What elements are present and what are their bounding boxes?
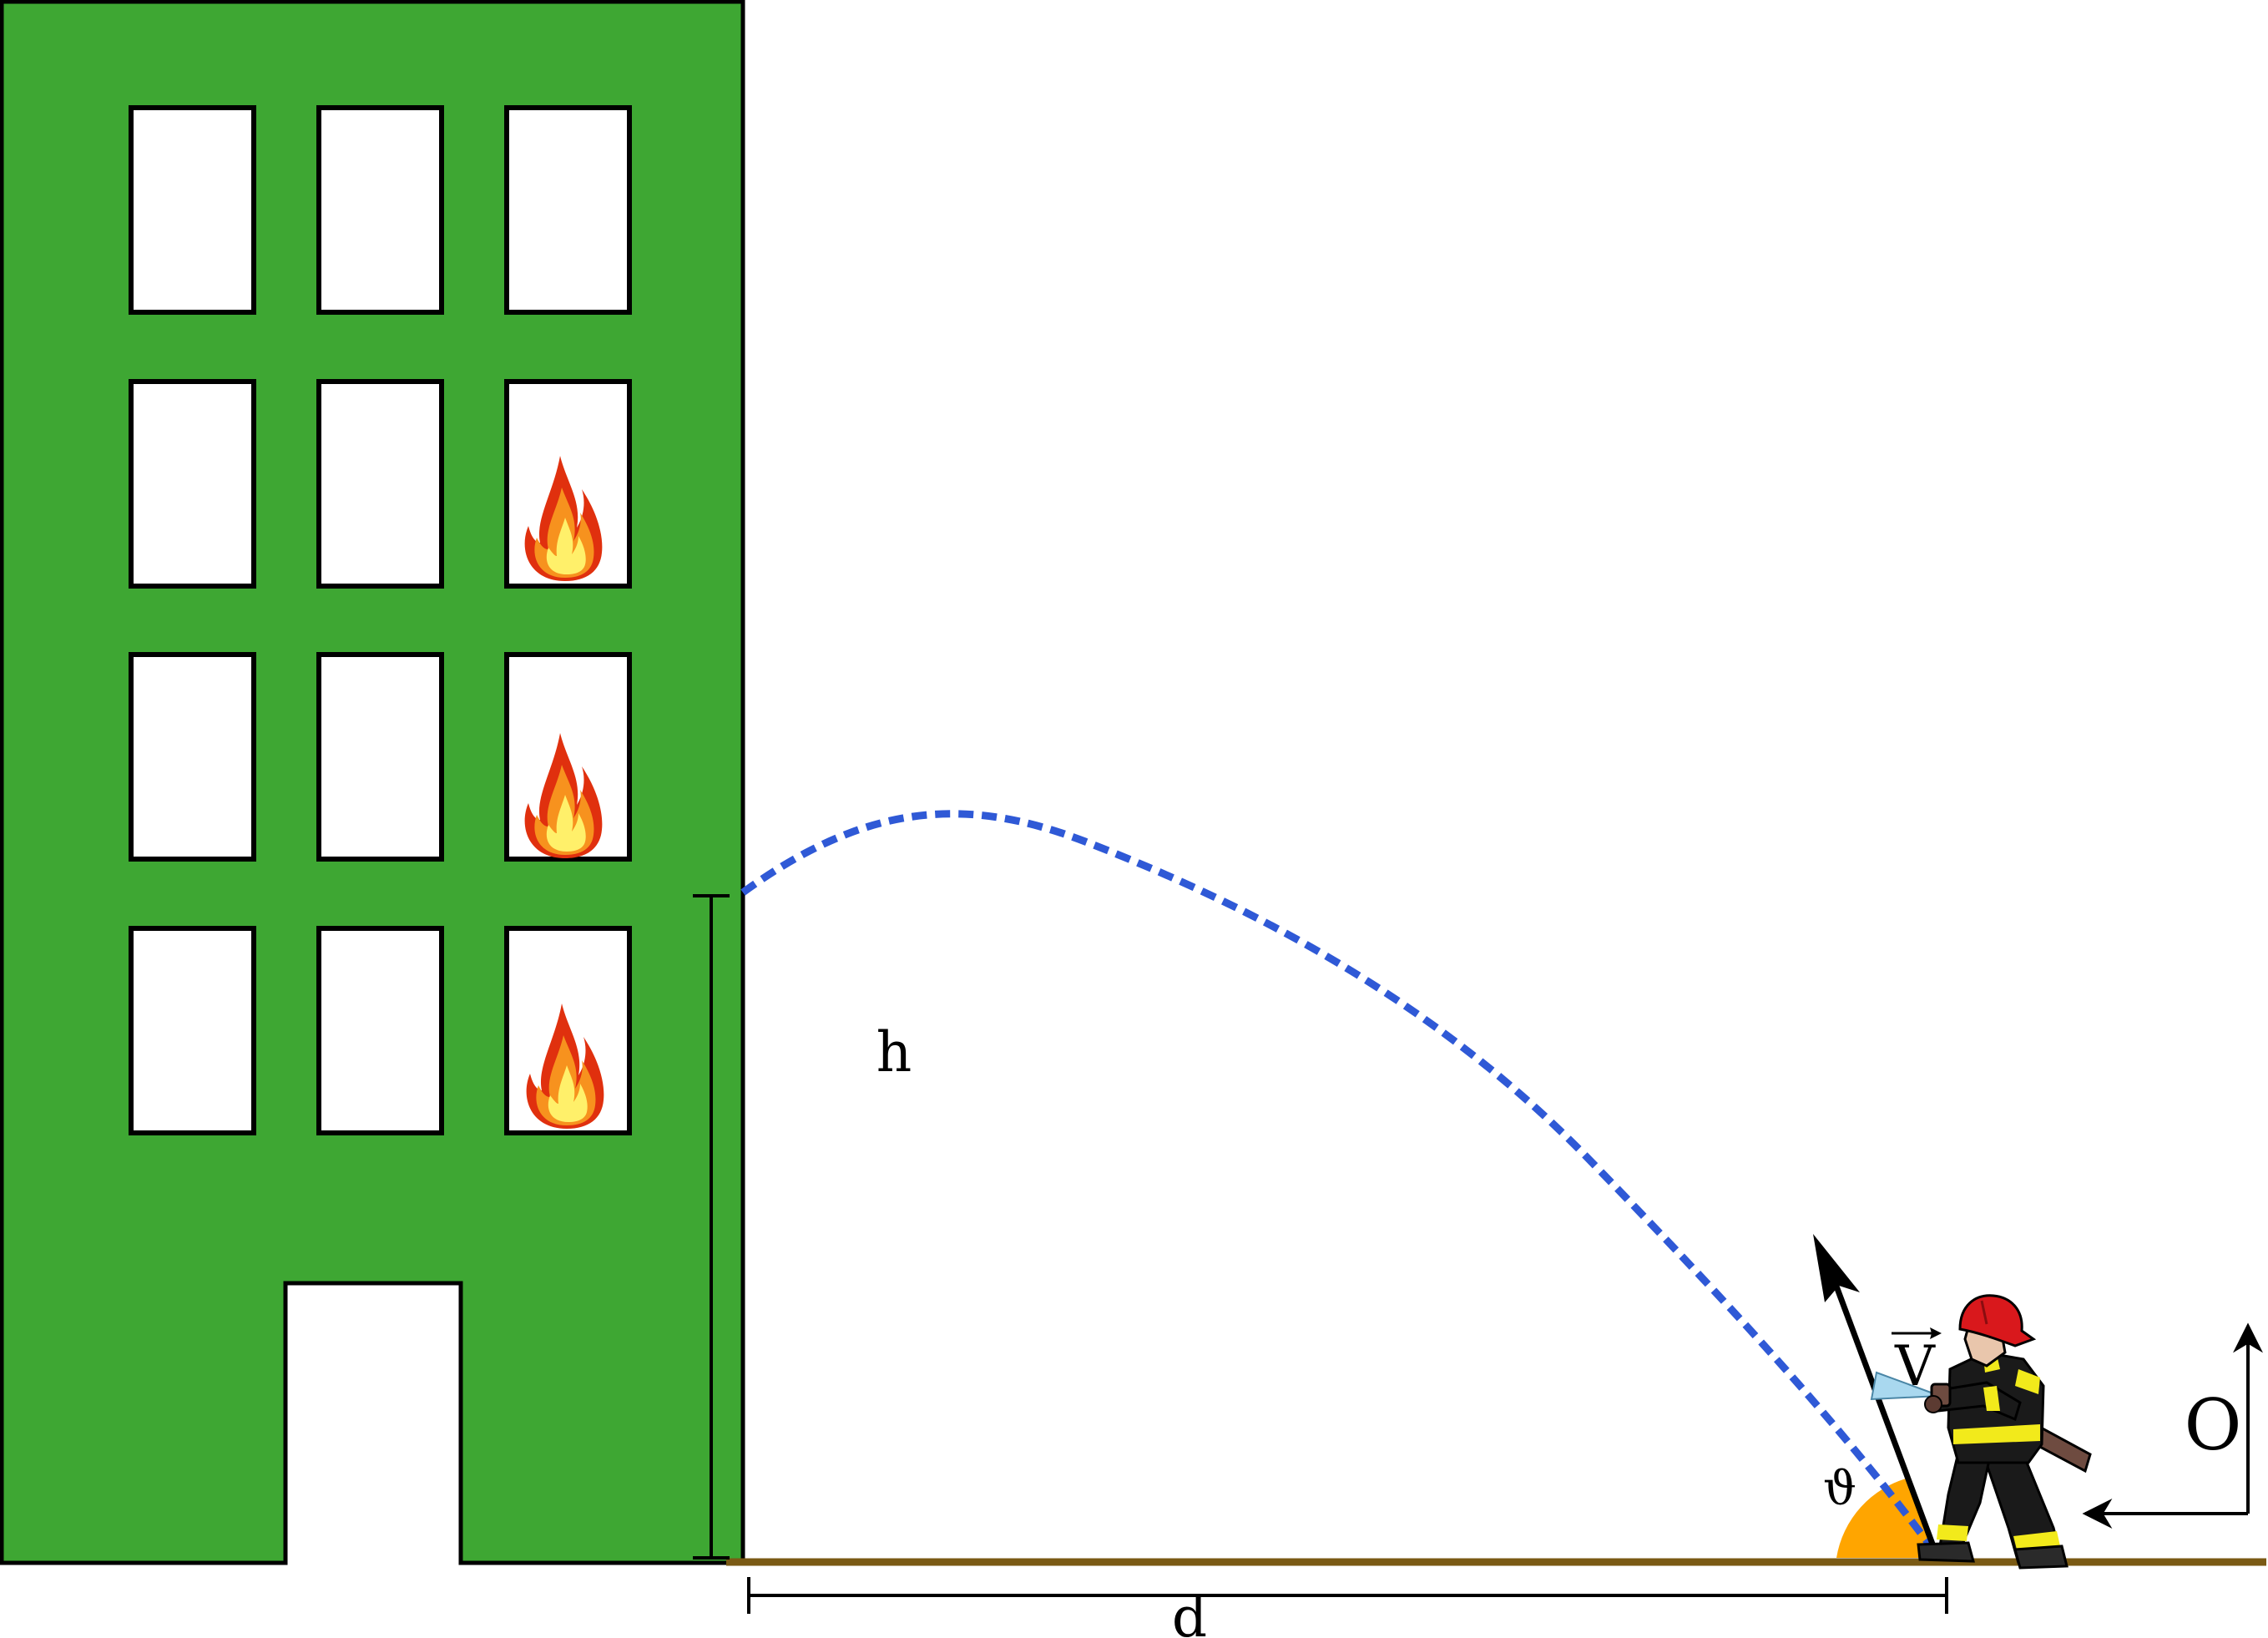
height-label: h [876,1020,912,1084]
window [129,652,256,862]
window [129,926,256,1135]
distance-label: d [1172,1585,1207,1638]
helmet-icon [1958,1294,2037,1347]
window [316,105,444,315]
origin-axes [2082,1322,2263,1529]
flame-icon [526,1004,604,1129]
height-dimension [693,894,730,1560]
velocity-vector [1813,1234,1937,1548]
building [0,0,745,1565]
water-trajectory [740,810,1938,1555]
water-spray [1870,1371,1941,1401]
velocity-overarrow [1892,1327,1942,1339]
window [316,652,444,862]
origin-label: O [2185,1384,2242,1466]
angle-label: ϑ [1823,1462,1856,1516]
arrow-icon [1813,1234,1860,1302]
launch-angle-sector [1836,1478,1936,1558]
window [316,926,444,1135]
window [504,105,632,315]
window [129,105,256,315]
window [316,379,444,589]
distance-dimension [747,1577,1948,1614]
flame-icon [524,733,603,858]
window [129,379,256,589]
firefighter-figure [1870,1294,2092,1570]
flame-icon [524,456,603,581]
